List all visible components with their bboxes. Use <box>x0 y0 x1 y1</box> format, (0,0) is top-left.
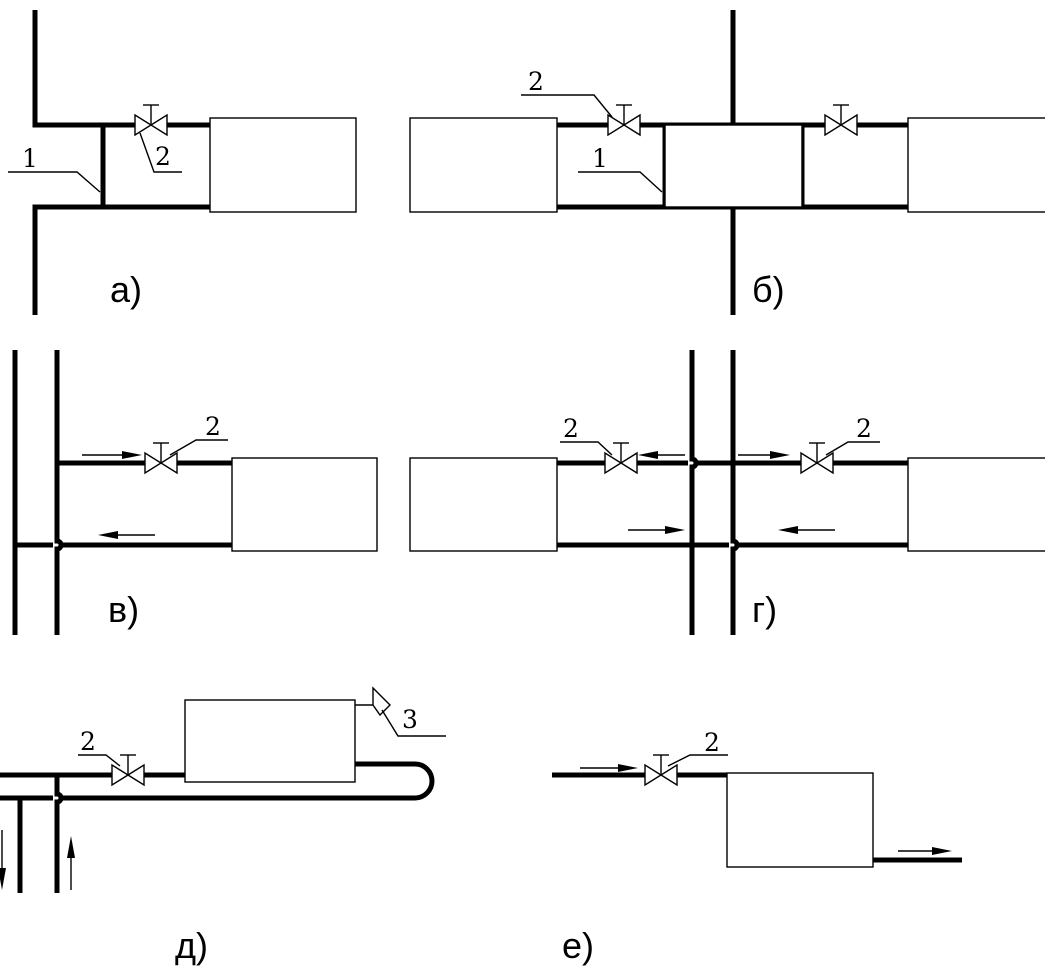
callout-number: 2 <box>155 142 171 171</box>
shutoff-valve-icon <box>644 754 678 786</box>
air-vent-icon <box>372 686 391 717</box>
panel-label: е) <box>562 925 594 966</box>
flow-arrow-icon <box>665 526 685 534</box>
flow-arrow-icon <box>770 451 790 459</box>
shutoff-valve-icon <box>607 104 641 136</box>
callout-number: 1 <box>22 144 38 173</box>
callout-leader <box>139 132 182 173</box>
panel-a: 1 2 а) <box>8 10 357 315</box>
panel-label: г) <box>752 589 777 630</box>
callout-leader <box>521 94 613 118</box>
callout-leader <box>8 171 101 193</box>
panel-label: в) <box>108 589 139 630</box>
callout-leader <box>560 441 613 456</box>
callout-number: 2 <box>563 414 579 443</box>
radiator <box>209 117 357 213</box>
radiator <box>231 457 378 552</box>
shutoff-valve-icon <box>604 442 638 474</box>
callout-leader <box>78 754 121 767</box>
flow-arrow-icon <box>122 451 142 459</box>
shutoff-valve-icon <box>111 754 145 786</box>
panel-label: б) <box>752 269 785 310</box>
panel-b: 2 1 б) <box>409 10 1045 315</box>
panel-g: 2 2 г) <box>409 350 1045 635</box>
panel-v: 2 в) <box>12 350 378 635</box>
panel-e: 2 е) <box>552 728 962 966</box>
callout-number: 2 <box>856 414 872 443</box>
panel-label: а) <box>110 269 142 310</box>
radiator-right <box>907 117 1045 213</box>
callout-number: 2 <box>205 412 221 441</box>
callout-leader <box>825 441 880 456</box>
shutoff-valve-icon <box>800 442 834 474</box>
flow-arrow-icon <box>98 531 118 539</box>
radiator-right <box>907 457 1045 552</box>
flow-arrow-icon <box>932 847 952 855</box>
callout-leader <box>381 709 446 737</box>
callout-leader <box>169 439 228 456</box>
radiator <box>726 772 874 868</box>
shutoff-valve-icon <box>134 104 168 136</box>
panel-d: 3 2 д) <box>0 686 446 966</box>
callout-number: 3 <box>402 705 418 734</box>
shutoff-valve-icon <box>824 104 858 136</box>
panel-label: д) <box>175 925 208 966</box>
callout-leader <box>667 754 728 767</box>
flow-arrow-icon <box>0 868 6 890</box>
flow-arrow-icon <box>778 526 798 534</box>
callout-number: 2 <box>80 727 96 756</box>
bypass-section <box>664 124 803 208</box>
flow-arrow-icon <box>638 451 658 459</box>
flow-arrow-icon <box>67 836 75 858</box>
callout-number: 2 <box>704 728 720 757</box>
shutoff-valve-icon <box>144 442 178 474</box>
flow-arrow-icon <box>618 764 638 772</box>
radiator-left <box>409 117 558 213</box>
radiator-left <box>409 457 558 552</box>
callout-number: 2 <box>528 67 544 96</box>
callout-leader <box>578 171 663 193</box>
callout-number: 1 <box>592 144 608 173</box>
radiator <box>184 699 356 783</box>
